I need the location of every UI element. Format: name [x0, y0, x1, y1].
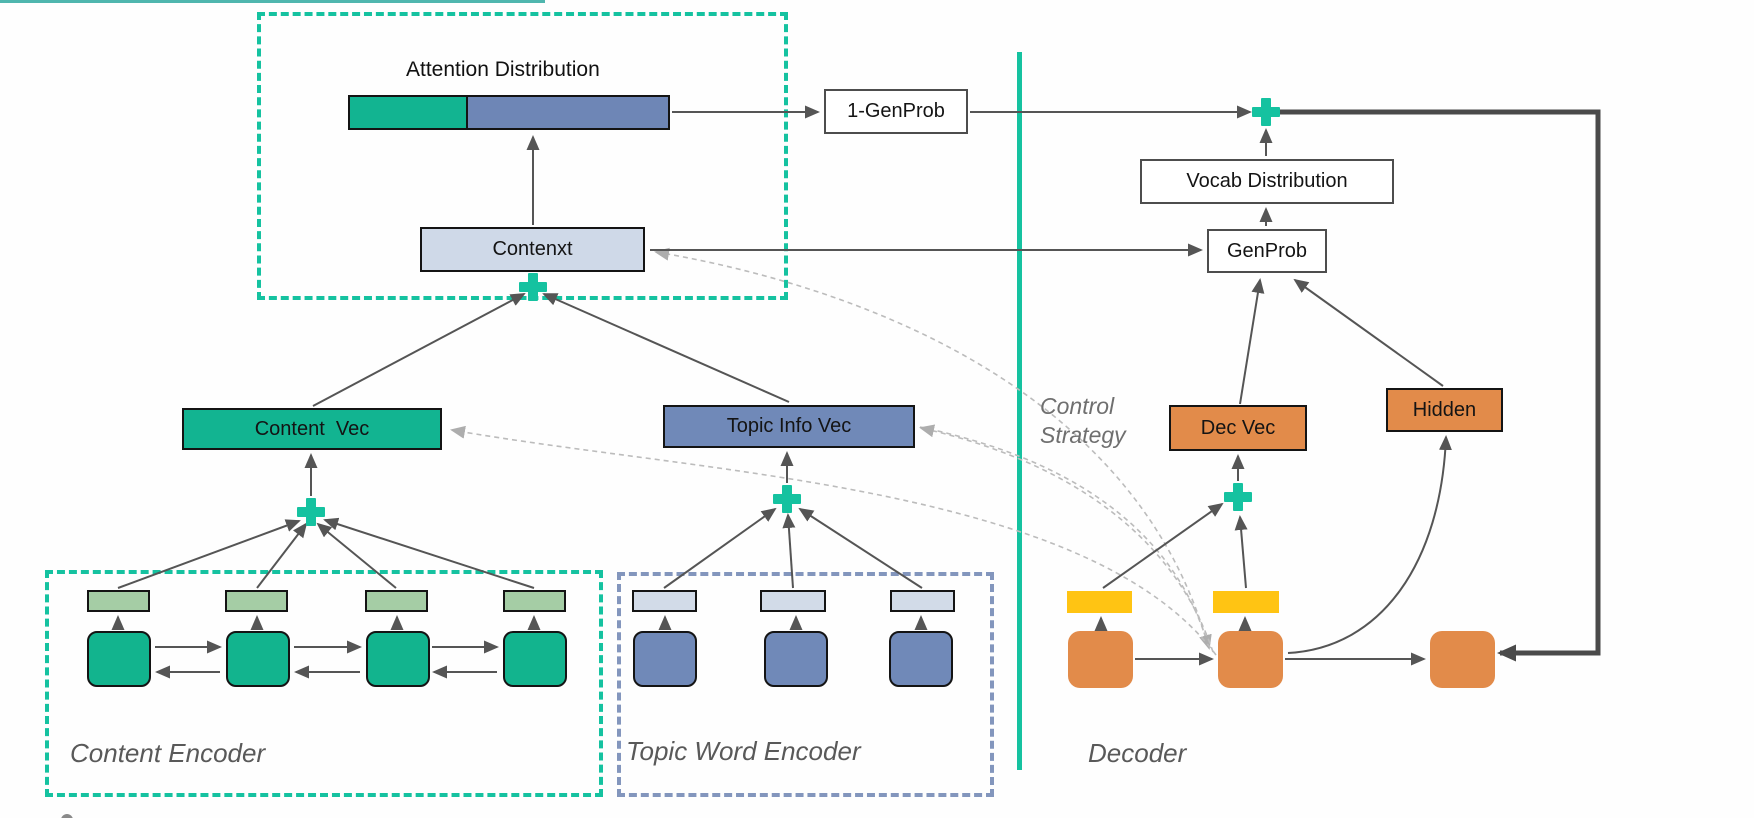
topic-word-encoder-frame: [617, 572, 994, 797]
content-encoder-label: Content Encoder: [70, 738, 266, 768]
topic-word-encoder-label: Topic Word Encoder: [626, 736, 861, 766]
contenxt-box: Contenxt: [420, 227, 645, 272]
content-encoder-frame: [45, 570, 603, 797]
topic-encoder-cell: [764, 631, 828, 687]
plus-icon-context: [519, 273, 547, 301]
attention-distribution-bar: [348, 95, 670, 130]
hidden-box: Hidden: [1386, 388, 1503, 432]
decoder-state-bar: [1213, 591, 1279, 613]
content-encoder-cell: [226, 631, 290, 687]
bottom-edge-artifact: [61, 814, 73, 818]
output-feedback-loop: [1280, 109, 1601, 662]
control-link-to-contenxt: [654, 247, 1209, 647]
plus-icon-output: [1252, 98, 1280, 126]
control-link-to-decoder-cell: [919, 426, 1212, 650]
content-encoder-cell: [366, 631, 430, 687]
plus-icon-decoder: [1224, 483, 1252, 511]
decoder-cell: [1430, 631, 1495, 688]
plus-icon-content-vec: [297, 498, 325, 526]
attention-bar-green-segment: [350, 97, 468, 128]
decoder-cell: [1068, 631, 1133, 688]
topic-encoder-state-bar: [760, 590, 826, 612]
content-encoder-state-bar: [87, 590, 150, 612]
genprob-box: GenProb: [1207, 229, 1327, 273]
plus-icon-topic-vec: [773, 485, 801, 513]
decoder-label: Decoder: [1088, 738, 1187, 768]
control-link-to-content-vec: [450, 425, 1217, 656]
content-encoder-cell: [503, 631, 567, 687]
topic-encoder-state-bar: [890, 590, 955, 612]
control-strategy-note: Control Strategy: [1040, 393, 1126, 448]
content-encoder-state-bar: [503, 590, 566, 612]
topic-encoder-cell: [633, 631, 697, 687]
sum-plus-icons: [297, 98, 1280, 526]
vocab-distribution-box: Vocab Distribution: [1140, 159, 1394, 204]
decoder-cell: [1218, 631, 1283, 688]
content-encoder-cell: [87, 631, 151, 687]
solid-arrows: [111, 105, 1452, 679]
attention-distribution-title: Attention Distribution: [406, 58, 600, 81]
content-encoder-state-bar: [225, 590, 288, 612]
content-encoder-state-bar: [365, 590, 428, 612]
content-vec-box: Content Vec: [182, 408, 442, 450]
topic-encoder-cell: [889, 631, 953, 687]
control-link-to-topic-vec: [919, 424, 1214, 653]
topic-info-vec-box: Topic Info Vec: [663, 405, 915, 448]
decoder-divider-line: [1017, 52, 1022, 770]
control-strategy-dashed-links: [450, 247, 1217, 656]
dec-vec-box: Dec Vec: [1169, 405, 1307, 451]
topic-encoder-state-bar: [632, 590, 697, 612]
decoder-state-bar: [1067, 591, 1132, 613]
one-genprob-box: 1-GenProb: [824, 89, 968, 134]
top-strip: [0, 0, 545, 3]
